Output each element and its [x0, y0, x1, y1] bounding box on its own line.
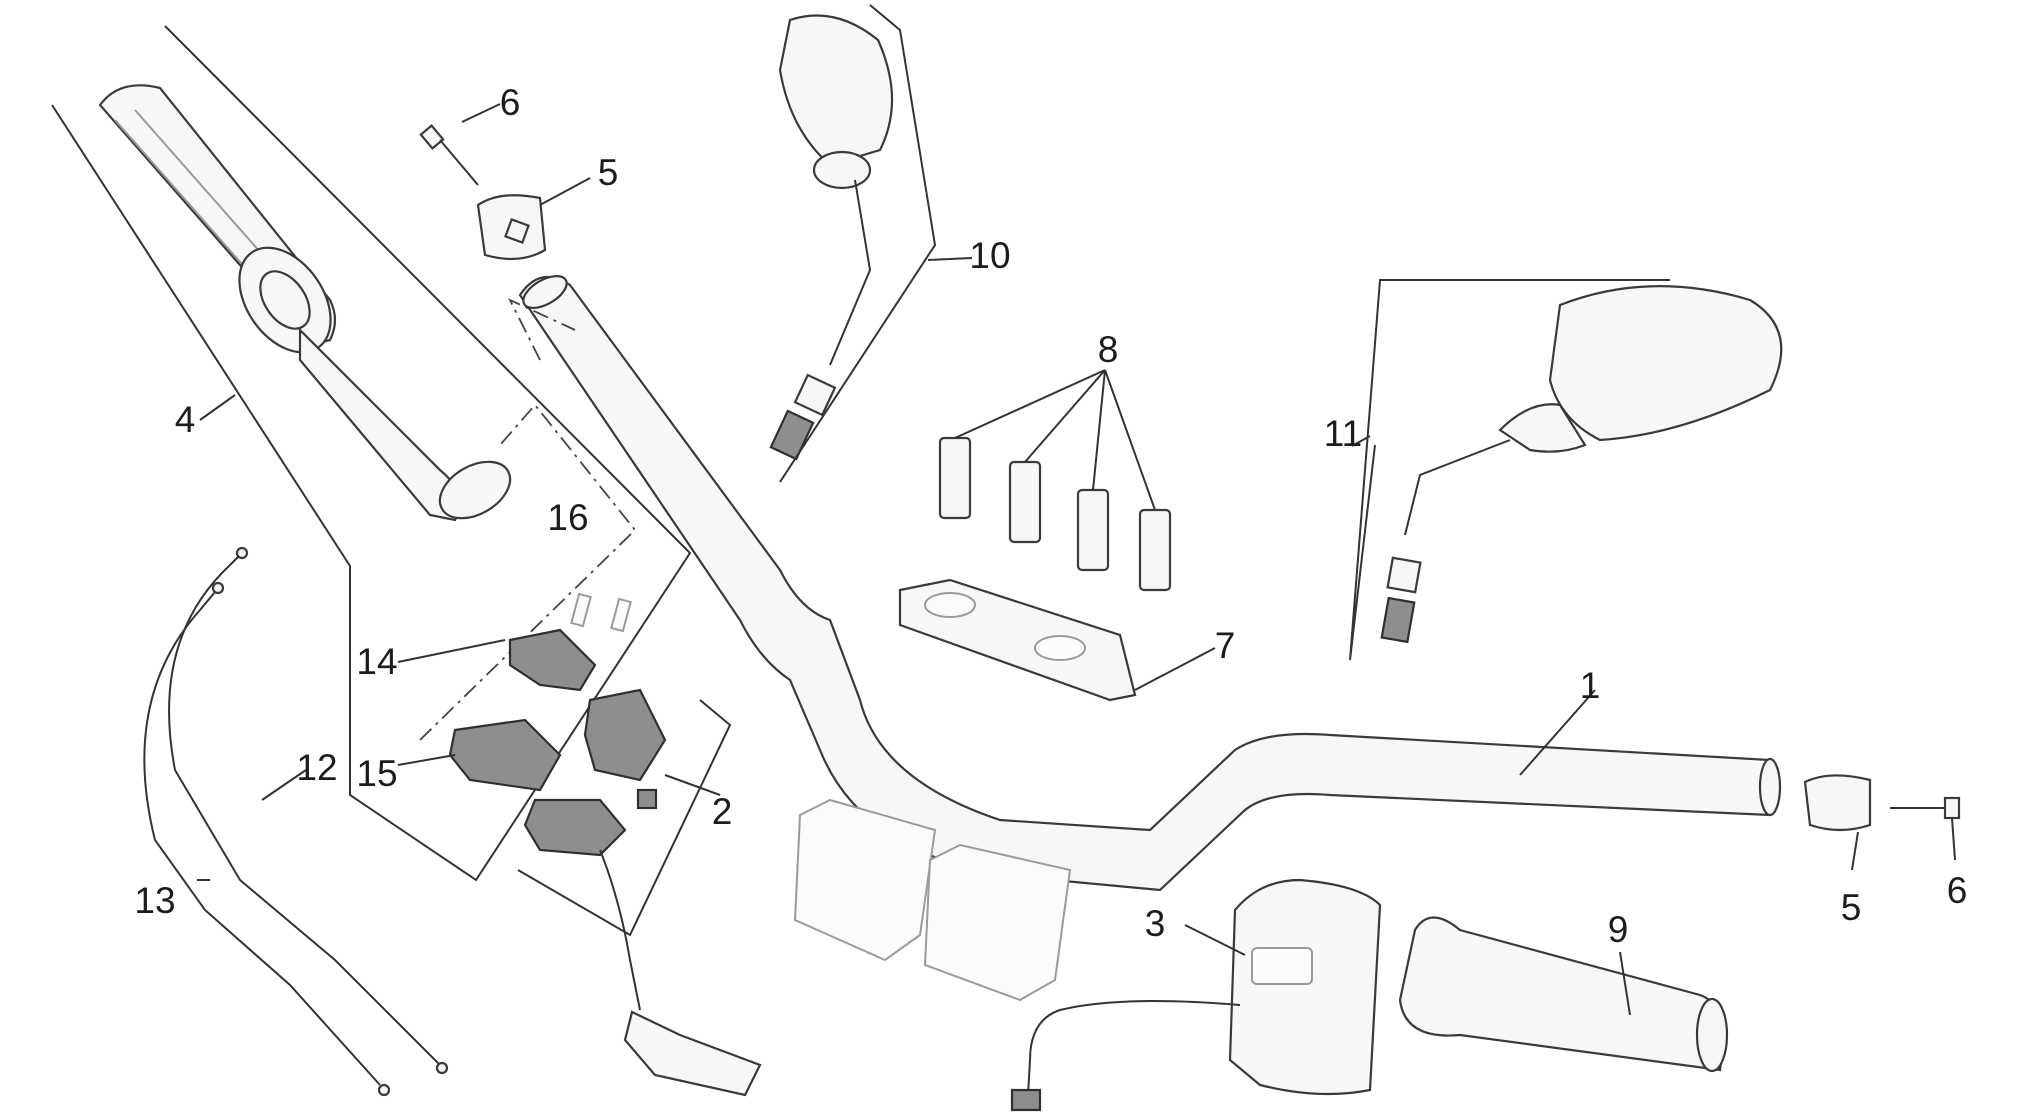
riser-clamps [793, 798, 1072, 1002]
callout-7: 7 [1215, 625, 1236, 666]
top-clamp [898, 578, 1137, 702]
callout-5-left: 5 [598, 152, 619, 193]
callout-12: 12 [296, 747, 337, 788]
bolt-left [419, 124, 479, 186]
callout-6-right: 6 [1947, 870, 1968, 911]
callout-1: 1 [1580, 665, 1601, 706]
throttle-cables [143, 546, 449, 1097]
callout-11: 11 [1324, 413, 1362, 454]
bolt-right [1890, 796, 1961, 820]
group-4-bracket [51, 25, 692, 882]
callout-2: 2 [712, 791, 733, 832]
callout-9: 9 [1608, 909, 1629, 950]
callout-16: 16 [547, 497, 588, 538]
callout-4: 4 [175, 399, 196, 440]
callout-3: 3 [1145, 903, 1166, 944]
switch-housing-right [1010, 878, 1382, 1112]
callout-10: 10 [969, 235, 1010, 276]
handlebar [518, 275, 1782, 892]
bar-end-cap-right [1803, 774, 1872, 832]
leader-lines [197, 103, 1956, 1016]
bar-end-cap-left [476, 194, 547, 261]
callout-14: 14 [356, 641, 397, 682]
callout-13: 13 [134, 880, 175, 921]
mirror-right [1349, 279, 1783, 661]
throttle-grip [98, 84, 512, 522]
callout-8: 8 [1098, 329, 1119, 370]
switch-housing-left [419, 298, 762, 1097]
mirror-left [769, 4, 937, 483]
screws-8 [938, 369, 1172, 592]
grip-right [1398, 916, 1729, 1073]
callouts: 1 2 3 4 5 5 6 6 7 8 9 10 11 12 13 14 15 … [134, 82, 1967, 950]
callout-6-left: 6 [500, 82, 521, 123]
callout-15: 15 [356, 753, 397, 794]
callout-5-right: 5 [1841, 887, 1862, 928]
